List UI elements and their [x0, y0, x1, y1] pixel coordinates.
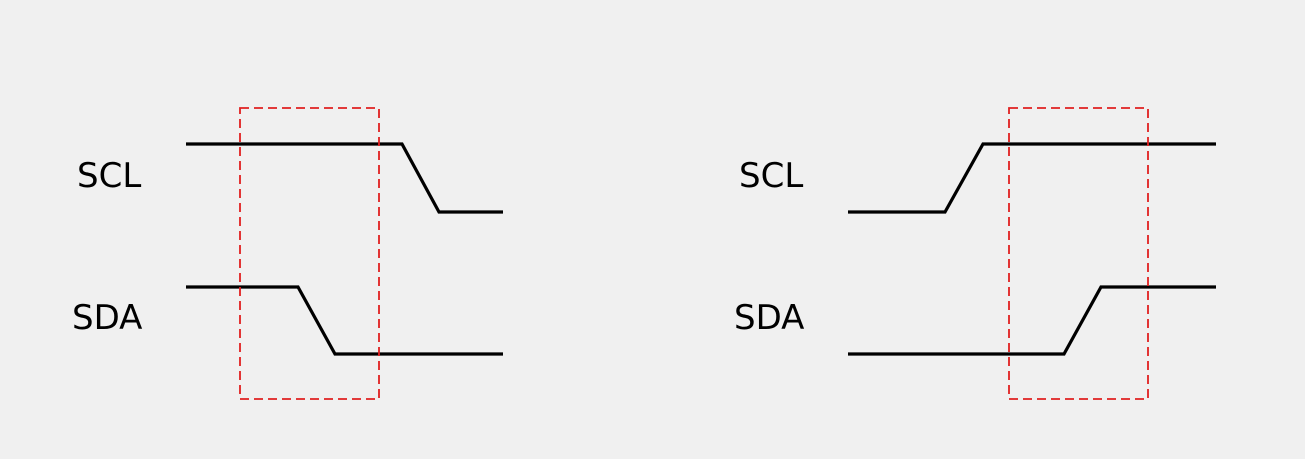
left-scl-label: SCL [77, 156, 141, 196]
left-sda-waveform [186, 285, 503, 356]
right-scl-waveform [848, 142, 1216, 214]
left-timing-diagram: SCL SDA [72, 107, 503, 400]
right-highlight-window [1008, 107, 1149, 400]
right-scl-label: SCL [739, 156, 803, 196]
right-sda-label: SDA [734, 298, 804, 338]
left-scl-waveform [186, 142, 503, 214]
left-highlight-window [239, 107, 380, 400]
right-sda-waveform [848, 285, 1216, 356]
left-sda-label: SDA [72, 298, 142, 338]
right-timing-diagram: SCL SDA [734, 107, 1216, 400]
